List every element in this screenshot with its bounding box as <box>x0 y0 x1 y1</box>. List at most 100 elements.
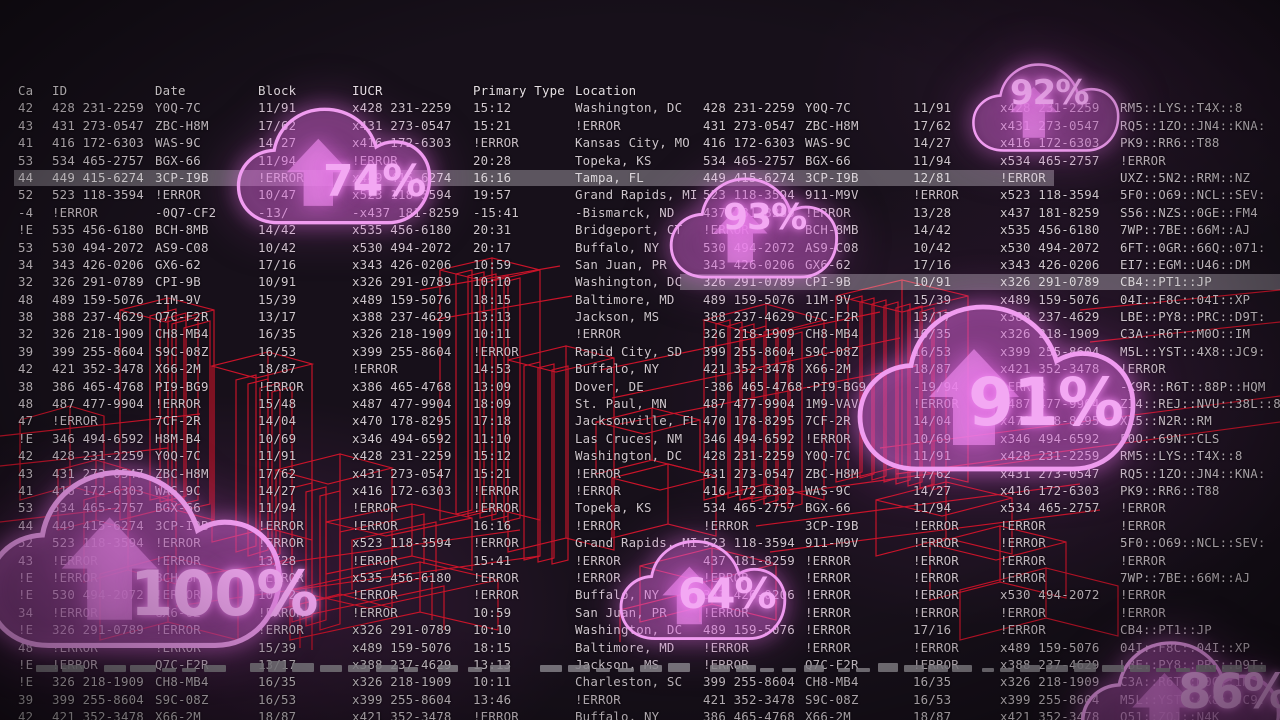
table-cell: !ERROR <box>258 378 304 394</box>
table-cell: !ERROR <box>913 535 959 551</box>
data-block <box>438 665 458 672</box>
data-block <box>130 665 156 672</box>
table-cell: Charleston, SC <box>575 674 683 690</box>
table-cell: 346 494-6592 <box>703 430 795 446</box>
table-cell: 15:12 <box>473 448 512 464</box>
table-cell: !ERROR <box>1000 535 1046 551</box>
table-cell: Rapid City, SD <box>575 343 683 359</box>
data-block <box>62 665 84 672</box>
table-cell: !ERROR <box>1120 587 1166 603</box>
table-cell: CPI-9B <box>155 274 201 290</box>
table-cell: !ERROR <box>52 204 98 220</box>
table-cell: 487 477-9904 <box>703 396 795 412</box>
table-cell: 416 172-6303 <box>52 135 144 151</box>
table-cell: 12/81 <box>913 169 952 185</box>
data-block <box>1156 668 1170 672</box>
table-cell: Kansas City, MO <box>575 135 690 151</box>
column-header-ca: Ca <box>18 83 34 98</box>
table-cell: !ERROR <box>473 587 519 603</box>
table-cell: 431 273-0547 <box>703 117 795 133</box>
column-header-primary-type: Primary Type <box>473 83 565 98</box>
table-cell: Jackson, MS <box>575 309 660 325</box>
table-cell: x326 218-1909 <box>352 326 452 342</box>
table-cell: 53 <box>18 239 34 255</box>
data-block <box>596 668 610 672</box>
table-cell: !ERROR <box>1120 552 1166 568</box>
data-block <box>1222 665 1242 672</box>
table-cell: !ERROR <box>473 135 519 151</box>
table-cell: x428 231-2259 <box>352 448 452 464</box>
table-cell: 530 494-2072 <box>52 239 144 255</box>
table-cell: -0Q7-CF2 <box>155 204 217 220</box>
data-block <box>1000 668 1014 672</box>
table-cell: 449 415-6274 <box>52 169 144 185</box>
table-cell: !ERROR <box>575 465 621 481</box>
table-cell: !ERROR <box>352 361 398 377</box>
data-block <box>404 667 418 672</box>
table-cell: 326 218-1909 <box>52 674 144 690</box>
table-cell: PK9::RR6::T88 <box>1120 135 1220 151</box>
table-cell: 19:57 <box>473 187 512 203</box>
table-cell: 42 <box>18 709 34 720</box>
column-cells-date2-spacer <box>805 83 813 98</box>
table-cell: x470 178-8295 <box>352 413 452 429</box>
table-cell: 388 237-4629 <box>52 309 144 325</box>
table-cell: 428 231-2259 <box>703 448 795 464</box>
table-cell: 3CP-I9B <box>155 169 209 185</box>
table-cell: !ERROR <box>473 569 519 585</box>
table-cell: 489 159-5076 <box>52 291 144 307</box>
table-cell: 39 <box>18 691 34 707</box>
table-cell: 53 <box>18 152 34 168</box>
table-cell: !ERROR <box>913 517 959 533</box>
table-cell: 421 352-3478 <box>703 361 795 377</box>
table-cell: !ERROR <box>352 552 398 568</box>
table-cell: x386 465-4768 <box>352 378 452 394</box>
table-cell: !ERROR <box>1000 604 1046 620</box>
table-cell: x388 237-4629 <box>352 309 452 325</box>
table-cell: 10:59 <box>473 256 512 272</box>
table-cell: Topeka, KS <box>575 152 652 168</box>
table-cell: 48 <box>18 291 34 307</box>
cloud-upload-icon <box>228 96 438 236</box>
data-block <box>468 667 482 672</box>
table-cell: !ERROR <box>913 187 959 203</box>
data-block <box>1130 665 1150 672</box>
table-cell: 10:11 <box>473 674 512 690</box>
table-cell: 534 465-2757 <box>703 152 795 168</box>
table-cell: !ERROR <box>473 483 519 498</box>
table-cell: 399 255-8604 <box>703 343 795 359</box>
table-cell: 388 237-4629 <box>703 309 795 325</box>
table-cell: -4 <box>18 204 34 220</box>
table-cell: 15:41 <box>473 552 512 568</box>
data-block <box>782 668 796 672</box>
table-cell: 14:53 <box>473 361 512 377</box>
table-cell: 18:15 <box>473 291 512 307</box>
table-cell: 326 218-1909 <box>703 326 795 342</box>
table-cell: x487 477-9904 <box>352 396 452 412</box>
table-cell: 17/16 <box>258 256 297 272</box>
table-cell: 421 352-3478 <box>52 709 144 720</box>
cloud-upload-icon <box>0 448 292 670</box>
table-cell: 416 172-6303 <box>703 483 795 498</box>
data-block <box>736 665 756 672</box>
table-cell: !ERROR <box>1000 569 1046 585</box>
table-cell: 32 <box>18 274 34 290</box>
table-cell: 10/69 <box>258 430 297 446</box>
table-cell: 7CF-2R <box>155 413 201 429</box>
table-cell: X66-2M <box>155 709 201 720</box>
table-cell: 534 465-2757 <box>52 152 144 168</box>
table-cell: Washington, DC <box>575 100 683 116</box>
table-cell: Jacksonville, FL <box>575 413 698 429</box>
table-cell: x489 159-5076 <box>352 291 452 307</box>
table-cell: !ERROR <box>352 517 398 533</box>
table-cell: 487 477-9904 <box>52 396 144 412</box>
table-cell: 11/91 <box>913 100 952 116</box>
table-cell: 14/42 <box>913 222 952 238</box>
table-cell: 18/87 <box>913 709 952 720</box>
table-cell: 15:21 <box>473 117 512 133</box>
data-block <box>856 668 870 672</box>
table-cell: 911-M9V <box>805 535 859 551</box>
cloud-upload-icon <box>845 288 1145 488</box>
table-cell: x416 172-6303 <box>352 483 452 498</box>
data-block <box>952 665 972 672</box>
